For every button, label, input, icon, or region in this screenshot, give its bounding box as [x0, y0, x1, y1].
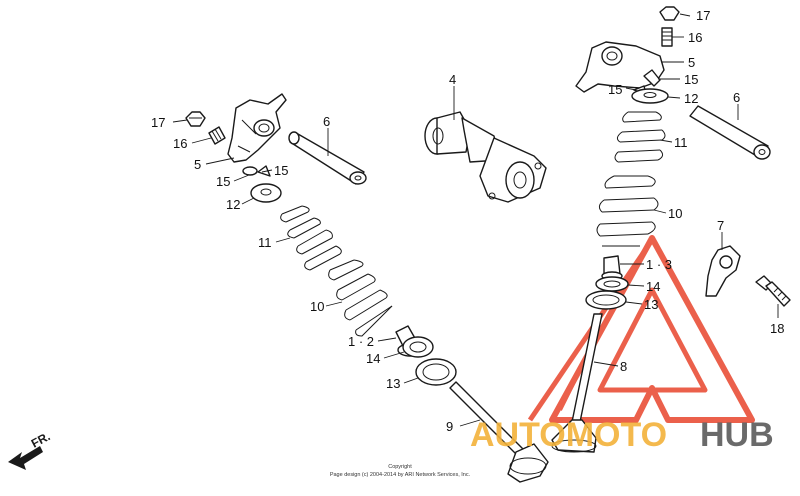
spring-retainer-right	[631, 88, 669, 104]
callout-15-right-a: 15	[684, 72, 698, 87]
watermark-brand-automoto: AUTOMOTO	[470, 416, 667, 454]
adjuster-nut-left	[185, 111, 206, 127]
copyright-line-2: Page design (c) 2004-2014 by ARI Network…	[330, 472, 471, 478]
spring-seat-right	[595, 276, 629, 292]
seat-washer-left	[415, 358, 457, 386]
spring-retainer-left	[250, 183, 282, 203]
rocker-shaft-right	[689, 105, 771, 160]
callout-11-right: 11	[674, 135, 688, 150]
copyright-notice: Copyright Page design (c) 2004-2014 by A…	[330, 464, 471, 478]
callout-17-left: 17	[151, 115, 165, 130]
callout-12-left: 12	[226, 197, 240, 212]
rocker-arm-left	[227, 93, 287, 163]
copyright-line-1: Copyright	[388, 464, 412, 470]
callout-15-left-b: 15	[274, 163, 288, 178]
watermark-brand: AUTOMOTO HUB	[470, 416, 774, 454]
callout-6-right: 6	[733, 90, 740, 105]
callout-8: 8	[620, 359, 627, 374]
callout-6-left: 6	[323, 114, 330, 129]
callout-13-right: 13	[644, 297, 658, 312]
callout-15-right-b: 15	[608, 82, 622, 97]
intake-valve	[449, 381, 549, 483]
callout-7: 7	[717, 218, 724, 233]
callout-1-2-left: 1 · 2	[348, 334, 374, 349]
adjuster-screw-right	[661, 27, 673, 47]
callout-16-left: 16	[173, 136, 187, 151]
exhaust-valve	[551, 313, 603, 453]
seat-washer-right	[585, 290, 627, 310]
callout-15-left-a: 15	[216, 174, 230, 189]
spring-seat-left	[402, 336, 434, 358]
leader-lines	[172, 13, 779, 427]
callout-14-right: 14	[646, 279, 660, 294]
callout-9: 9	[446, 419, 453, 434]
bolt	[755, 275, 791, 307]
callout-numbers: 17 16 5 15 12 6 4 17 16 5 15 15 12 6 11 …	[151, 8, 784, 434]
callout-17-right: 17	[696, 8, 710, 23]
front-direction-indicator: FR.	[8, 429, 52, 470]
camshaft	[424, 111, 547, 203]
outer-valve-spring-right	[596, 175, 659, 247]
callout-5-left: 5	[194, 157, 201, 172]
watermark-brand-hub: HUB	[700, 416, 774, 454]
callout-4: 4	[449, 72, 456, 87]
callout-13-left: 13	[386, 376, 400, 391]
callout-16-right: 16	[688, 30, 702, 45]
callout-14-left: 14	[366, 351, 380, 366]
callout-10-right: 10	[668, 206, 682, 221]
rocker-shaft-left	[288, 131, 367, 185]
inner-valve-spring-left	[280, 205, 342, 271]
callout-11-left: 11	[258, 235, 272, 250]
callout-1-3-right: 1 · 3	[646, 257, 672, 272]
callout-18: 18	[770, 321, 784, 336]
outer-valve-spring-left	[328, 259, 393, 337]
inner-valve-spring-right	[614, 111, 666, 163]
rocker-fork	[705, 245, 741, 297]
callout-5-right: 5	[688, 55, 695, 70]
callout-12-right: 12	[684, 91, 698, 106]
callout-10-left: 10	[310, 299, 324, 314]
adjuster-nut-right	[659, 6, 680, 21]
adjuster-screw-left	[208, 126, 226, 145]
front-direction-label: FR.	[29, 429, 53, 450]
